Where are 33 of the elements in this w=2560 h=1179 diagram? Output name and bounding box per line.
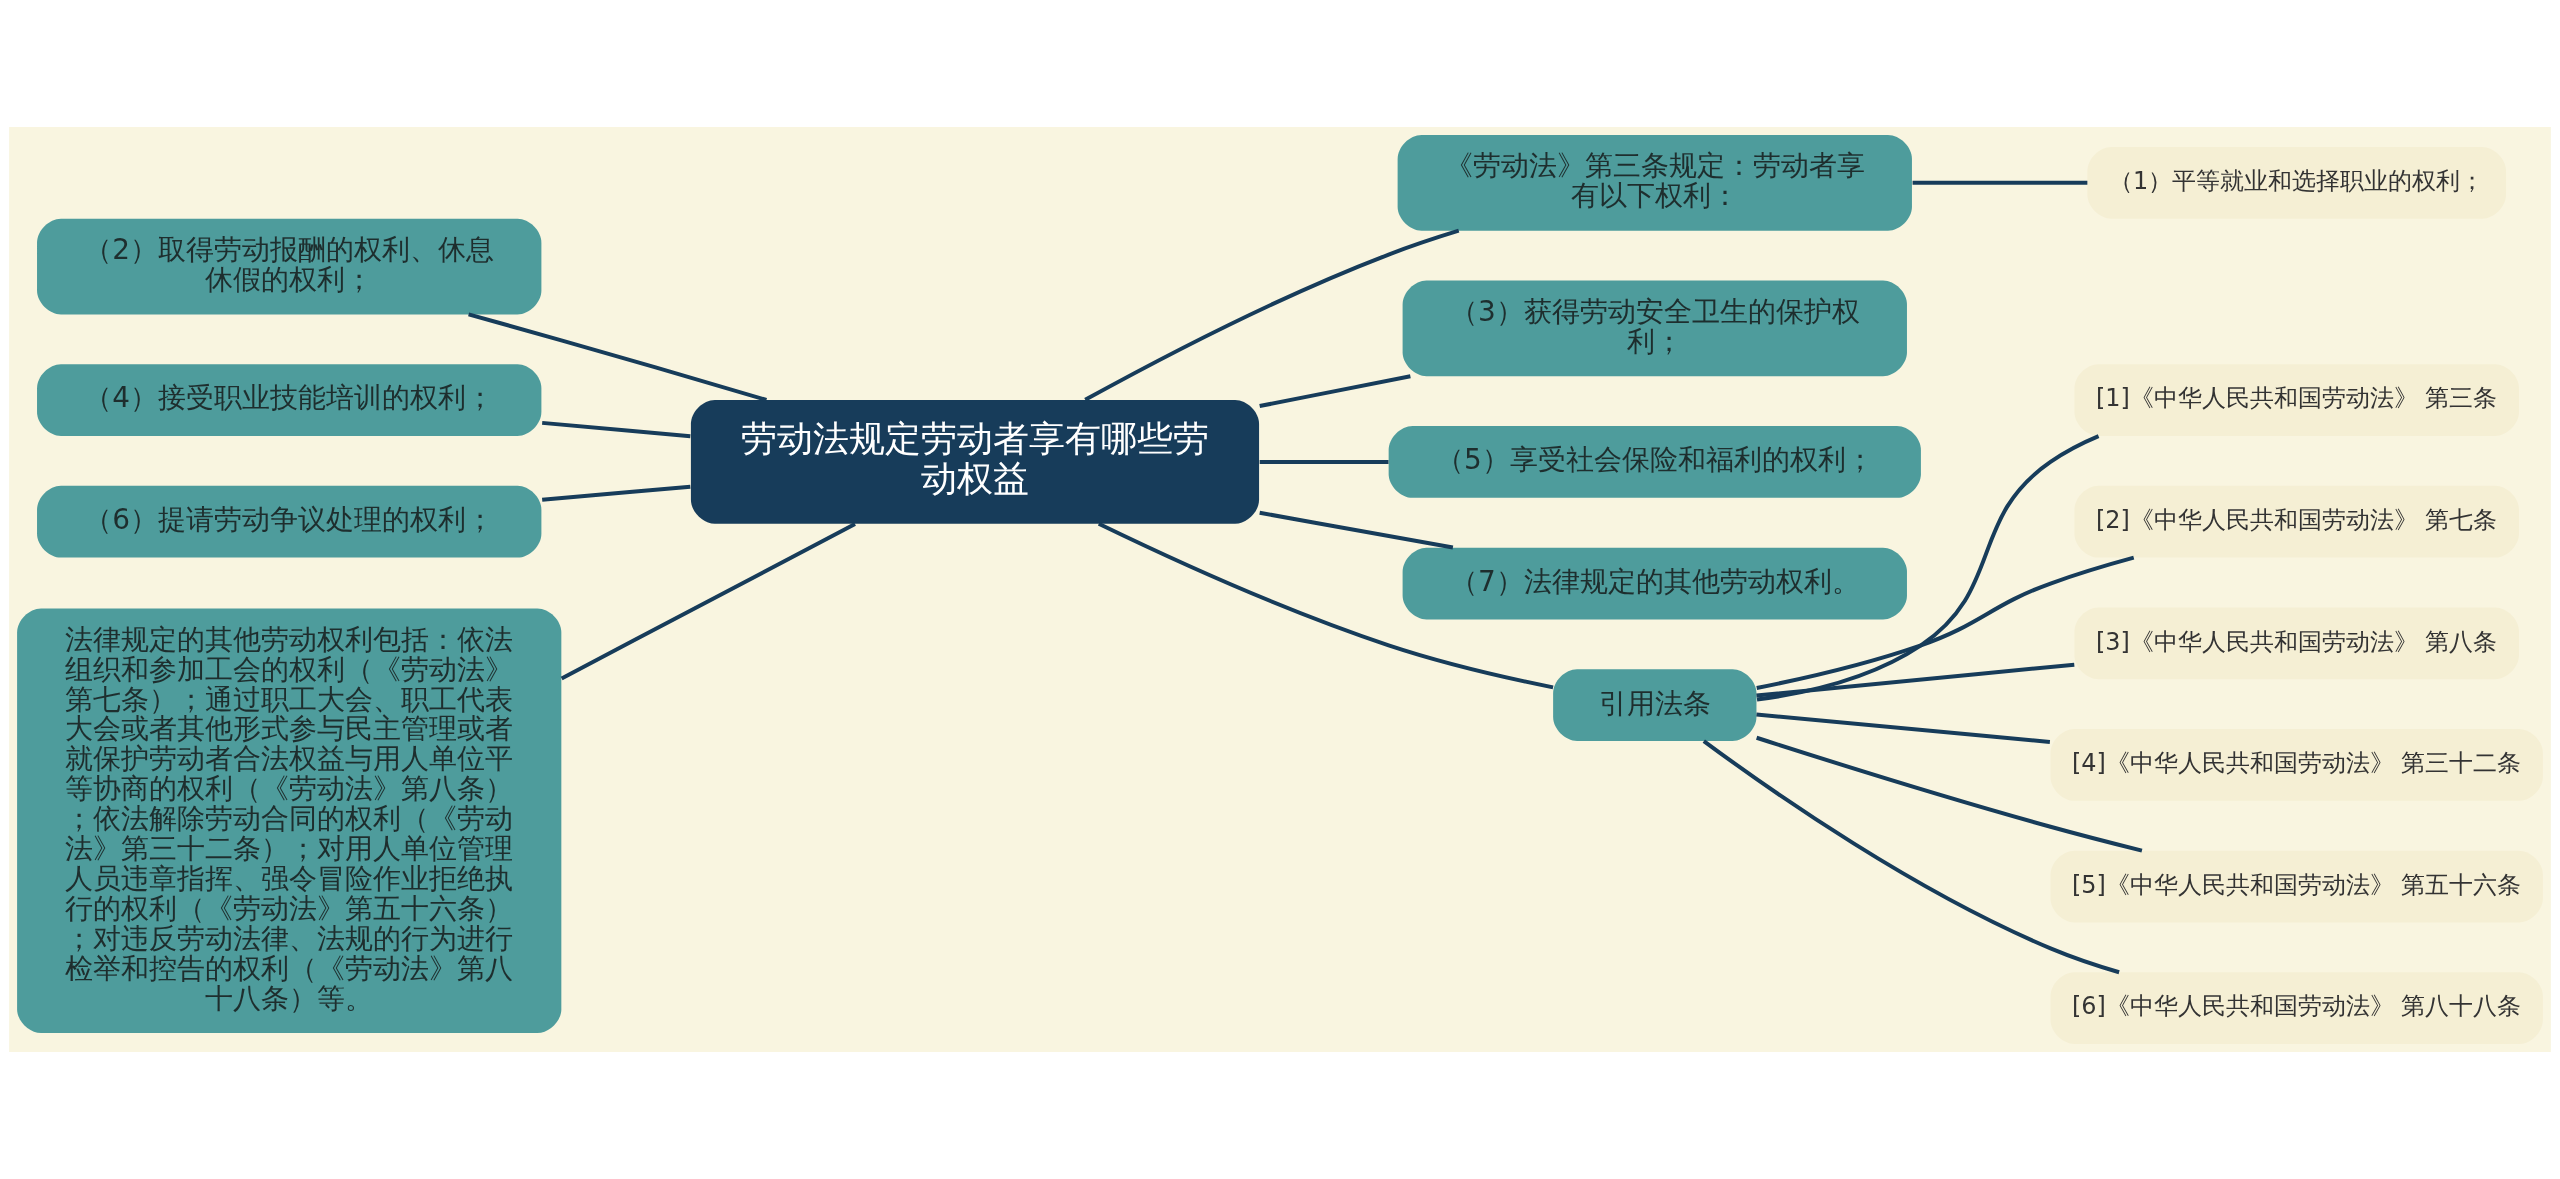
node-box: （2）取得劳动报酬的权利、休息休假的权利； <box>37 218 542 315</box>
connector <box>560 522 856 681</box>
node-box: [5]《中华人民共和国劳动法》 第五十六条 <box>2050 850 2543 923</box>
node-box: （3）获得劳动安全卫生的保护权利； <box>1402 280 1907 377</box>
node-box: 法律规定的其他劳动权利包括：依法组织和参加工会的权利（《劳动法》第七条）；通过职工大会、职工代表大会或者其他形式参与民主管理或者就保护劳动者合法权益与用人单位平等协商的权利（《劳动法》第八条）；依法解除劳动合同的权利（《劳动法》第三十二条）；对用人单位管理人员违章指挥、强令冒险作业拒绝执行的权利（《劳动法》第五十六条）；对违反劳动法律、法规的行为进行检举和控告的权利（《劳动法》第八十八条）等。 <box>17 608 562 1034</box>
node-box: （4）接受职业技能培训的权利； <box>37 364 542 436</box>
connector <box>468 312 767 402</box>
connector <box>1097 521 1554 690</box>
connector <box>542 420 691 439</box>
node-box: [4]《中华人民共和国劳动法》 第三十二条 <box>2050 729 2543 801</box>
node-box: （6）提请劳动争议处理的权利； <box>37 485 542 558</box>
node-box: （1）平等就业和选择职业的权利； <box>2087 146 2506 219</box>
node-box: 《劳动法》第三条规定：劳动者享有以下权利： <box>1397 134 1912 231</box>
connector <box>1259 510 1454 550</box>
node-box: [3]《中华人民共和国劳动法》 第八条 <box>2074 607 2519 680</box>
connector <box>1702 739 2120 975</box>
node-box: [1]《中华人民共和国劳动法》 第三条 <box>2074 364 2519 436</box>
connector <box>1084 228 1460 402</box>
node-box: [6]《中华人民共和国劳动法》 第八十八条 <box>2050 972 2543 1045</box>
connector <box>1756 712 2051 744</box>
connector <box>1756 735 2143 853</box>
connector <box>1756 555 2135 690</box>
connector <box>1259 374 1411 408</box>
node-box: 劳动法规定劳动者享有哪些劳动权益 <box>690 400 1260 524</box>
node-box: [2]《中华人民共和国劳动法》 第七条 <box>2074 485 2519 558</box>
node-box: 引用法条 <box>1553 669 1757 741</box>
node-box: （5）享受社会保险和福利的权利； <box>1388 426 1921 498</box>
connector <box>1912 180 2088 185</box>
connector <box>1756 434 2100 702</box>
connector <box>1756 662 2075 698</box>
node-box: （7）法律规定的其他劳动权利。 <box>1402 547 1907 620</box>
connector <box>542 484 691 502</box>
connector <box>1259 459 1389 464</box>
